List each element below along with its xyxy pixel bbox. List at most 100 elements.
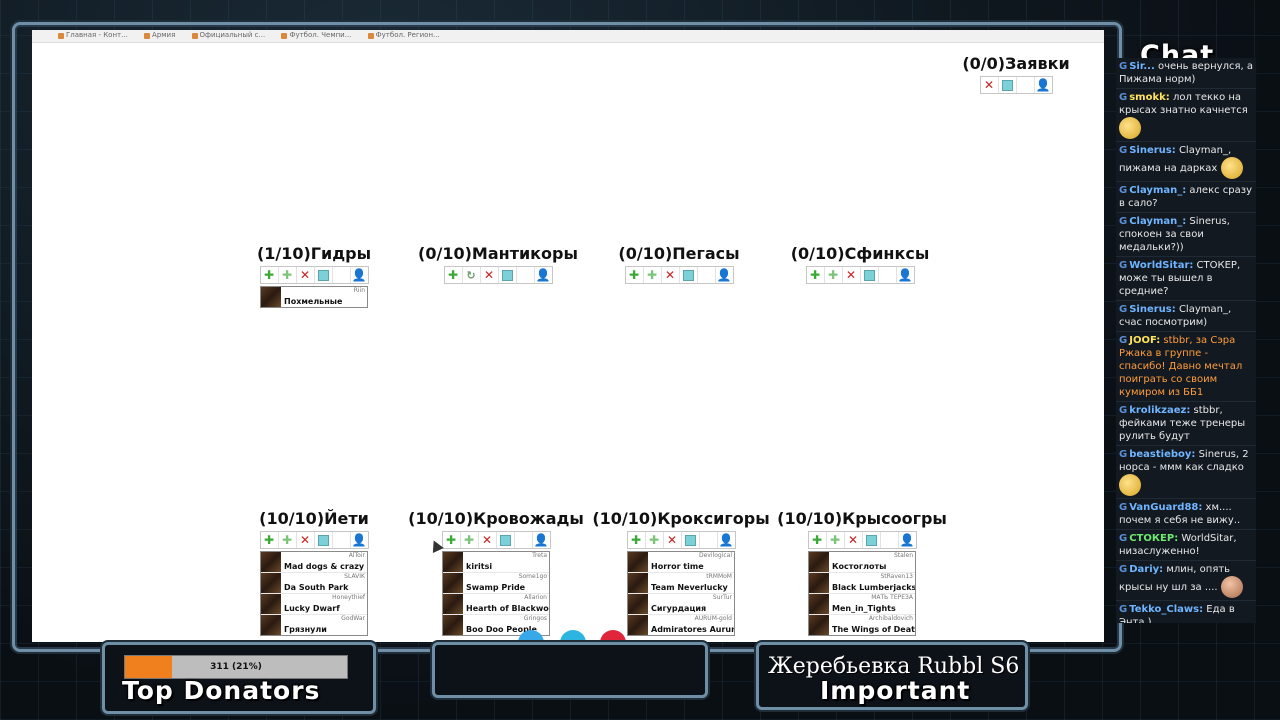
user-icon[interactable]: 👤 xyxy=(351,268,367,282)
square-icon[interactable] xyxy=(861,267,879,283)
add-icon[interactable]: ✚ xyxy=(261,532,279,548)
square-icon[interactable] xyxy=(315,532,333,548)
delete-icon[interactable]: ✕ xyxy=(297,532,315,548)
add-outline-icon[interactable]: ✚ xyxy=(644,267,662,283)
chat-nick[interactable]: Dariy: xyxy=(1129,564,1164,575)
user-icon[interactable]: 👤 xyxy=(716,268,732,282)
user-icon[interactable]: 👤 xyxy=(535,268,551,282)
badge-icon: G xyxy=(1119,502,1128,513)
square-icon[interactable] xyxy=(999,77,1017,93)
add-icon[interactable]: ✚ xyxy=(443,532,461,548)
user-icon[interactable]: 👤 xyxy=(899,533,915,547)
group-title: (0/10)Мантикоры xyxy=(418,244,578,263)
delete-icon[interactable]: ✕ xyxy=(662,267,680,283)
delete-icon[interactable]: ✕ xyxy=(297,267,315,283)
refresh-icon[interactable]: ↻ xyxy=(463,267,481,283)
bookmark-item[interactable]: Футбол. Регион... xyxy=(367,30,440,41)
chat-nick[interactable]: JOOF: xyxy=(1129,335,1161,346)
add-icon[interactable]: ✚ xyxy=(628,532,646,548)
bookmark-item[interactable]: Главная - Конт... xyxy=(58,30,128,41)
user-icon[interactable]: 👤 xyxy=(351,533,367,547)
add-icon[interactable]: ✚ xyxy=(445,267,463,283)
group-title: (10/10)Кроксигоры xyxy=(592,509,770,528)
chat-nick[interactable]: VanGuard88: xyxy=(1129,502,1203,513)
team-name: Сигурдация xyxy=(651,604,707,613)
bookmark-item[interactable]: Официальный с... xyxy=(191,30,265,41)
badge-icon: G xyxy=(1119,405,1128,416)
cyan-circle-button[interactable] xyxy=(560,630,586,642)
add-icon[interactable]: ✚ xyxy=(809,532,827,548)
square-icon[interactable] xyxy=(680,267,698,283)
chat-nick[interactable]: Clayman_: xyxy=(1129,185,1187,196)
bookmark-item[interactable]: Армия xyxy=(144,30,175,41)
delete-icon[interactable]: ✕ xyxy=(479,532,497,548)
square-icon[interactable] xyxy=(499,267,517,283)
chat-nick[interactable]: Sinerus: xyxy=(1129,304,1176,315)
bookmarks-bar: Главная - Конт... Армия Официальный с...… xyxy=(32,30,1104,43)
user-icon[interactable]: 👤 xyxy=(897,268,913,282)
add-outline-icon[interactable]: ✚ xyxy=(279,532,297,548)
add-icon[interactable]: ✚ xyxy=(261,267,279,283)
chat-nick[interactable]: Tekko_Claws: xyxy=(1129,604,1204,615)
add-outline-icon[interactable]: ✚ xyxy=(279,267,297,283)
user-icon[interactable]: 👤 xyxy=(718,533,734,547)
delete-icon[interactable]: ✕ xyxy=(843,267,861,283)
grin-emote-icon xyxy=(1220,157,1243,179)
group-hydras: (1/10)Гидры ✚ ✚ ✕ 👤 Riin Похмельные xyxy=(244,244,384,308)
red-circle-button[interactable] xyxy=(600,630,626,642)
delete-icon[interactable]: ✕ xyxy=(481,267,499,283)
user-icon[interactable]: 👤 xyxy=(1035,78,1051,92)
team-name: The Wings of Death xyxy=(832,625,915,634)
bookmark-item[interactable]: Футбол. Чемпи... xyxy=(281,30,351,41)
chat-nick[interactable]: beastieboy: xyxy=(1129,449,1196,460)
square-icon[interactable] xyxy=(497,532,515,548)
square-icon[interactable] xyxy=(682,532,700,548)
chat-nick[interactable]: Sinerus: xyxy=(1129,145,1176,156)
square-icon[interactable] xyxy=(863,532,881,548)
chat-nick[interactable]: krolikzaez: xyxy=(1129,405,1191,416)
team-name: Hearth of Blackwoo... xyxy=(466,604,549,613)
applications-toolbar: ✕ 👤 xyxy=(979,76,1053,94)
chat-nick[interactable]: smokk: xyxy=(1129,92,1170,103)
team-name: Грязнули xyxy=(284,625,327,634)
add-outline-icon[interactable]: ✚ xyxy=(827,532,845,548)
add-icon[interactable]: ✚ xyxy=(626,267,644,283)
user-icon[interactable]: 👤 xyxy=(533,533,549,547)
delete-icon[interactable]: ✕ xyxy=(664,532,682,548)
chat-nick[interactable]: WorldSitar: xyxy=(1129,260,1194,271)
empty-slot xyxy=(881,532,899,548)
blue-circle-button[interactable] xyxy=(518,630,544,642)
add-icon[interactable]: ✚ xyxy=(807,267,825,283)
empty-slot xyxy=(515,532,533,548)
chat-nick[interactable]: Sir... xyxy=(1129,61,1155,72)
team-logo xyxy=(809,594,829,614)
chat-nick[interactable]: Clayman_: xyxy=(1129,216,1187,227)
delete-icon[interactable]: ✕ xyxy=(981,77,999,93)
add-outline-icon[interactable]: ✚ xyxy=(646,532,664,548)
add-outline-icon[interactable]: ✚ xyxy=(825,267,843,283)
delete-icon[interactable]: ✕ xyxy=(845,532,863,548)
chat-nick[interactable]: СТОКЕР: xyxy=(1129,533,1179,544)
square-icon[interactable] xyxy=(315,267,333,283)
add-outline-icon[interactable]: ✚ xyxy=(461,532,479,548)
team-row[interactable]: Riin Похмельные xyxy=(261,287,367,307)
